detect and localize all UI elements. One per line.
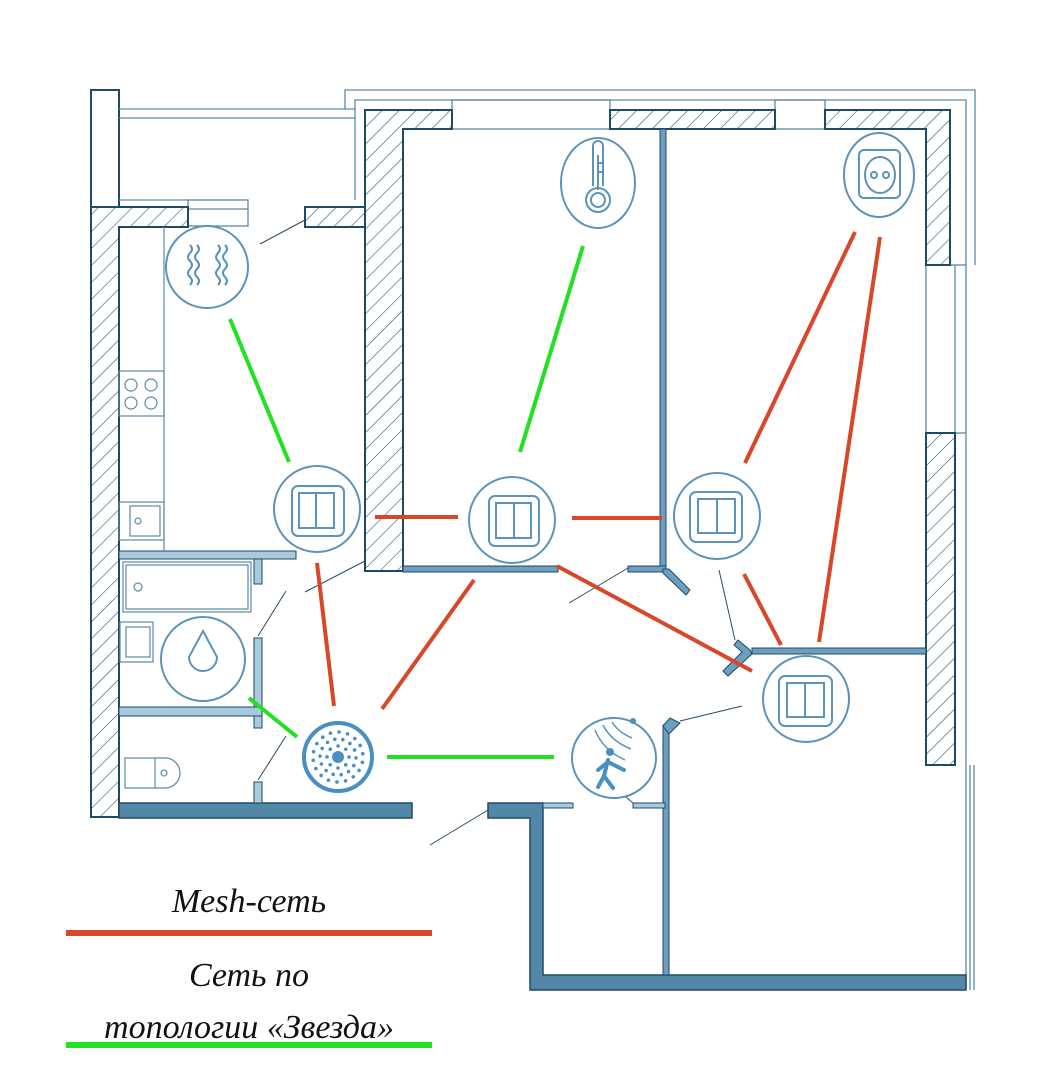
mesh-link	[315, 562, 336, 707]
hub-dot	[352, 763, 356, 768]
hub-dot	[311, 749, 316, 754]
switch-icon[interactable]	[468, 476, 556, 564]
hub-dot	[319, 773, 323, 778]
hub-dot	[360, 751, 365, 756]
hub-dot	[328, 747, 333, 751]
hub-dot	[318, 754, 322, 758]
hub-dot	[325, 740, 330, 745]
hub-dot	[328, 731, 333, 735]
hub-dot	[343, 779, 348, 783]
hub-dot	[335, 780, 339, 784]
hub-dot	[326, 778, 331, 782]
heater-icon[interactable]	[165, 225, 249, 309]
hub-dot	[337, 730, 341, 734]
hub-dot	[328, 762, 332, 767]
switch-icon[interactable]	[673, 472, 761, 560]
hub-dot	[344, 747, 348, 752]
hub-dot	[319, 762, 324, 766]
hub-dot	[360, 760, 365, 765]
water-drop-icon[interactable]	[160, 616, 246, 702]
hub-dot	[354, 756, 358, 760]
hub-dot	[339, 772, 343, 777]
mesh-link	[742, 573, 783, 646]
devices	[160, 76, 915, 799]
hub-dot	[320, 746, 324, 751]
star-link	[228, 318, 291, 463]
network-links	[228, 231, 882, 759]
hub-dot	[331, 772, 335, 777]
switch-icon[interactable]	[762, 655, 850, 743]
hub-dot	[314, 766, 318, 771]
switch-icon[interactable]	[273, 465, 361, 553]
motion-sensor-icon[interactable]	[571, 717, 657, 799]
star-link	[247, 696, 299, 739]
legend-mesh-label: Mesh-сеть	[171, 883, 327, 920]
hub-dot	[336, 744, 340, 748]
hub-dot	[348, 741, 352, 746]
legend-mesh-line	[66, 930, 432, 936]
hub-dot	[320, 735, 325, 739]
hub-dot	[347, 755, 351, 759]
hub-dot	[311, 758, 316, 763]
legend-star-line	[66, 1042, 432, 1048]
hub-dot	[324, 768, 328, 773]
hub-dot	[315, 741, 319, 746]
hub-dot	[341, 737, 345, 742]
bathroom-fixtures	[119, 561, 252, 789]
mesh-link	[380, 578, 476, 711]
hub-dot	[333, 737, 337, 742]
socket-icon[interactable]	[843, 132, 915, 218]
hub-icon[interactable]	[302, 721, 374, 793]
hub-dot	[353, 736, 357, 741]
mesh-link	[556, 564, 753, 673]
hub-dot	[343, 763, 348, 767]
mesh-link	[817, 236, 882, 643]
hub-dot	[346, 769, 351, 774]
hub-dot	[325, 755, 329, 759]
kitchen-fixtures	[118, 227, 165, 551]
partitions	[402, 128, 927, 976]
exterior-walls	[118, 802, 967, 991]
star-link	[518, 245, 585, 453]
legend-star-label-line2: топологии «Звезда»	[104, 1009, 394, 1046]
thermometer-icon[interactable]	[560, 76, 636, 229]
hub-dot	[351, 775, 356, 779]
bathroom-partitions	[118, 550, 297, 804]
legend-star-label-line1: Сеть по	[188, 957, 310, 994]
hub-dot	[352, 748, 357, 752]
hub-dot	[357, 768, 361, 773]
hub-dot	[358, 743, 362, 748]
hub-dot	[336, 766, 340, 770]
hub-dot	[345, 732, 350, 736]
mesh-link	[743, 231, 857, 464]
